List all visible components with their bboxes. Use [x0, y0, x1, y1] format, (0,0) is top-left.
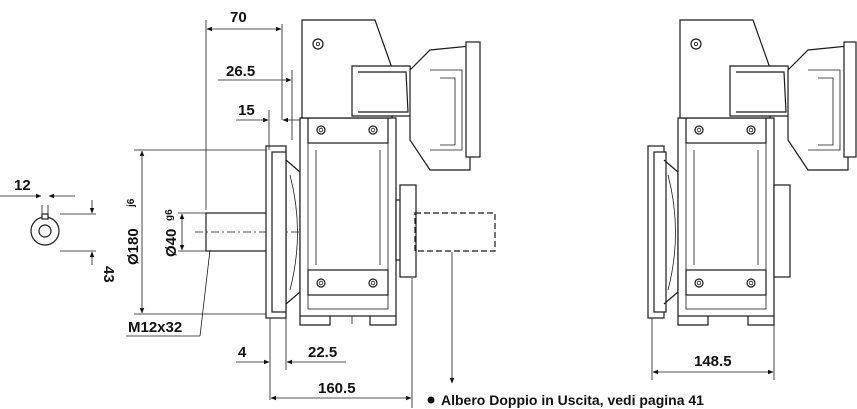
gearbox-left-view — [195, 19, 496, 326]
dim-12: 12 — [14, 177, 31, 194]
dim-180-value: Ø180 — [125, 228, 142, 265]
dim-26-5: 26.5 — [226, 63, 255, 80]
dim-160-5: 160.5 — [318, 380, 356, 397]
dim-thread: M12x32 — [128, 319, 182, 336]
dim-70: 70 — [230, 9, 247, 26]
dim-4: 4 — [238, 344, 247, 361]
dim-40-tolerance: g6 — [164, 209, 175, 221]
dim-15: 15 — [238, 102, 255, 119]
dim-180-tolerance: j6 — [126, 198, 137, 208]
dimension-lines — [126, 20, 775, 408]
dim-40-value: Ø40 — [163, 229, 180, 257]
dim-diameter-40: Ø40 g6 — [163, 209, 180, 257]
dim-diameter-180: Ø180 j6 — [125, 198, 142, 265]
note-double-shaft: Albero Doppio in Uscita, vedi pagina 41 — [441, 392, 704, 408]
dim-43: 43 — [100, 266, 117, 283]
shaft-end-view — [0, 193, 96, 265]
gearbox-right-view — [647, 19, 857, 326]
dim-22-5: 22.5 — [308, 344, 337, 361]
dim-148-5: 148.5 — [694, 353, 732, 370]
note-bullet — [427, 396, 435, 404]
